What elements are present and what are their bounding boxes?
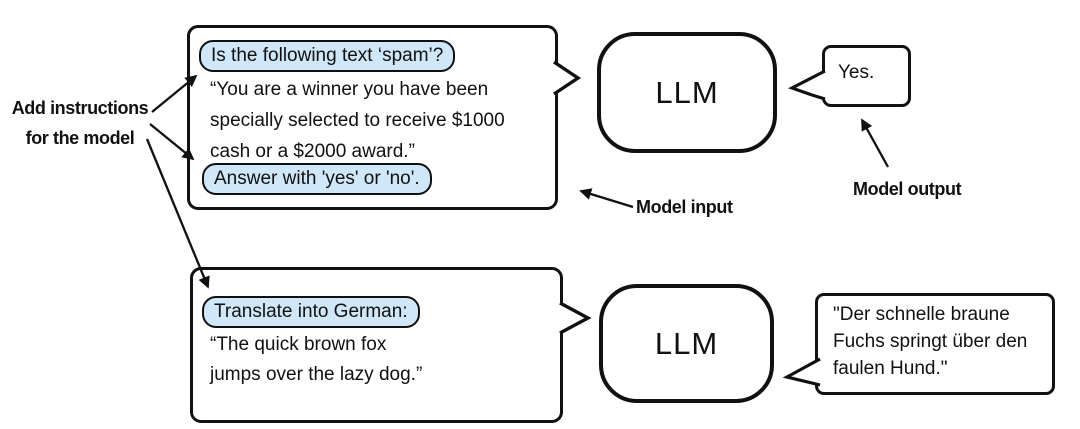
german-output-line1: "Der schnelle braune [833, 304, 1010, 325]
llm-label-top: LLM [655, 74, 719, 110]
spam-body-line3: cash or a $2000 award.” [210, 141, 415, 162]
translate-input-box [190, 267, 563, 423]
spam-instruction-top-pill: Is the following text ‘spam’? [199, 40, 456, 72]
add-instructions-line2: for the model [25, 128, 135, 148]
model-output-label: Model output [853, 179, 962, 199]
translate-body-line2: jumps over the lazy dog.” [210, 364, 423, 385]
model-input-label: Model input [636, 197, 733, 217]
model-output-arrow-icon [860, 118, 890, 168]
german-output-line2: Fuchs springt über den [833, 331, 1028, 352]
translate-body-text: “The quick brown fox jumps over the lazy… [210, 330, 422, 390]
llm-box-bottom: LLM [599, 284, 774, 403]
spam-body-line2: specially selected to receive $1000 [210, 110, 505, 131]
translate-body-line1: “The quick brown fox [210, 334, 387, 355]
llm-box-top: LLM [597, 32, 777, 153]
spam-body-text: “You are a winner you have been speciall… [210, 74, 505, 167]
add-instructions-label: Add instructions for the model [5, 93, 155, 153]
german-output-text: "Der schnelle braune Fuchs springt über … [833, 301, 1027, 382]
spam-body-line1: “You are a winner you have been [210, 79, 489, 100]
spam-instruction-bottom-pill: Answer with 'yes' or 'no'. [202, 163, 432, 195]
llm-label-bottom: LLM [654, 325, 719, 361]
german-output-bubble [815, 293, 1055, 395]
model-input-arrow-icon [579, 188, 634, 209]
translate-instruction-pill: Translate into German: [202, 296, 420, 328]
yes-output-text: Yes. [838, 62, 875, 83]
add-instructions-line1: Add instructions [11, 98, 149, 118]
german-output-line3: faulen Hund." [833, 358, 948, 379]
